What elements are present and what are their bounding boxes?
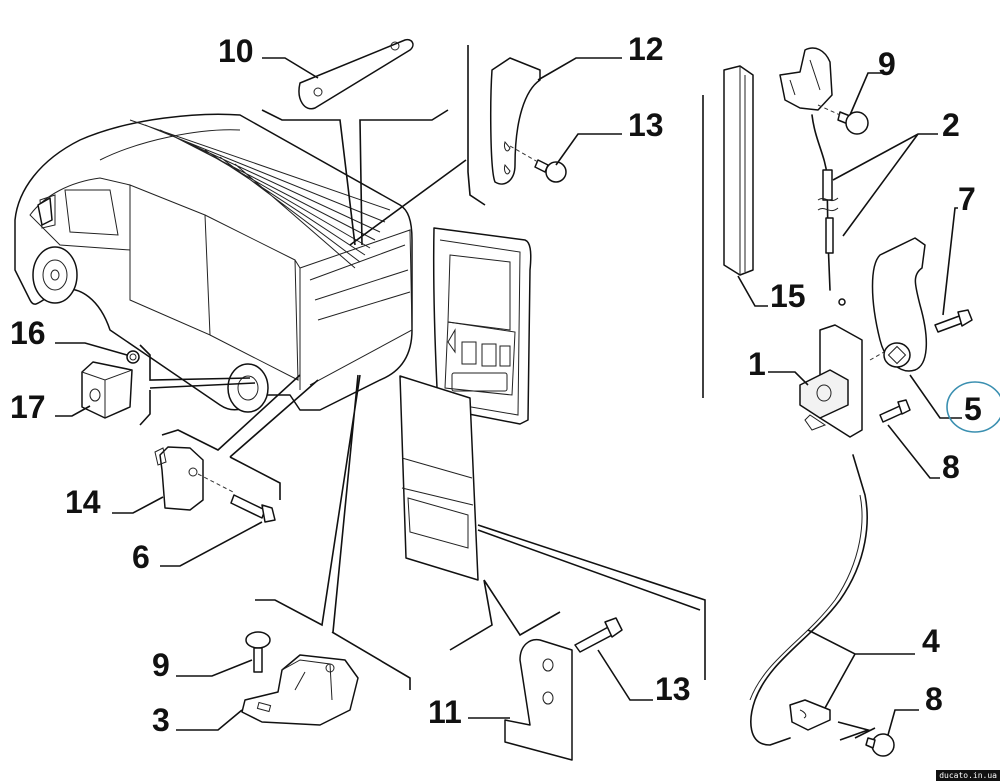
callout-label-1: 1 — [748, 346, 766, 382]
callout-label-9-lower: 9 — [152, 647, 170, 683]
leader-group-14-6 — [161, 374, 319, 500]
part-12-hinge-bracket — [490, 57, 541, 185]
callout-15: 15 — [737, 275, 806, 314]
callout-label-13-lower: 13 — [655, 671, 691, 707]
part-5-handle — [869, 237, 928, 372]
part-3-striker-plate — [241, 654, 359, 726]
part-16-nut — [126, 350, 140, 364]
callout-5: 5 — [909, 374, 1000, 433]
part-10-hinge-cover — [298, 38, 414, 110]
callout-4: 4 — [807, 623, 940, 709]
part-9-screw-upper — [817, 104, 869, 135]
callout-13-lower: 13 — [597, 649, 691, 707]
part-6-bolt — [230, 494, 276, 523]
highlight-circle — [946, 381, 1000, 433]
van-illustration — [14, 113, 413, 413]
part-13-bolt-lower — [574, 617, 623, 653]
callout-1: 1 — [748, 346, 809, 386]
callout-label-3: 3 — [152, 702, 170, 738]
callout-label-2: 2 — [942, 107, 960, 143]
part-2-upper-latch-cable — [779, 47, 846, 306]
callout-9-upper: 9 — [849, 46, 896, 116]
part-13-screw-upper — [509, 145, 567, 183]
part-14-stop-block — [154, 446, 236, 511]
callout-11: 11 — [428, 694, 510, 730]
callout-13-upper: 13 — [555, 107, 664, 166]
part-8-screw-lower — [837, 721, 895, 757]
part-8-bolt-upper — [879, 399, 911, 423]
callout-14: 14 — [65, 484, 164, 520]
callout-3: 3 — [152, 702, 243, 738]
part-15-seal-strip — [723, 65, 754, 276]
leader-group-10 — [261, 109, 449, 246]
callout-label-6: 6 — [132, 539, 150, 575]
callout-label-17: 17 — [10, 389, 46, 425]
callout-label-5: 5 — [964, 391, 982, 427]
part-17-cap — [81, 361, 133, 419]
part-1-lock — [799, 324, 863, 438]
leader-group-door — [477, 524, 706, 680]
callout-label-8-lower: 8 — [925, 681, 943, 717]
callout-label-12: 12 — [628, 31, 664, 67]
leader-group-11 — [449, 579, 561, 651]
callout-10: 10 — [218, 33, 319, 79]
callout-label-7: 7 — [958, 181, 976, 217]
leader-group-12 — [349, 45, 486, 246]
part-4-lower-latch-cable — [749, 454, 868, 746]
watermark: ducato.in.ua — [936, 770, 1000, 781]
callout-6: 6 — [132, 521, 263, 575]
callout-17: 17 — [10, 389, 91, 425]
part-9-screw-lower — [245, 631, 271, 673]
callout-12: 12 — [537, 31, 664, 81]
part-11-l-bracket — [504, 638, 573, 761]
callout-label-9-upper: 9 — [878, 46, 896, 82]
callout-8-lower: 8 — [887, 681, 943, 736]
callout-label-10: 10 — [218, 33, 254, 69]
callout-label-8-upper: 8 — [942, 449, 960, 485]
callout-label-14: 14 — [65, 484, 101, 520]
callout-label-16: 16 — [10, 315, 46, 351]
callout-16: 16 — [10, 315, 128, 356]
callout-label-13-upper: 13 — [628, 107, 664, 143]
lower-door-panel — [399, 375, 479, 581]
callout-label-15: 15 — [770, 278, 806, 314]
callout-2: 2 — [832, 107, 960, 237]
callout-7: 7 — [942, 181, 976, 316]
callout-8-upper: 8 — [887, 424, 960, 485]
part-7-bolt — [934, 309, 973, 333]
callout-label-11: 11 — [428, 694, 462, 730]
callout-9-lower: 9 — [152, 647, 253, 683]
leader-group-3 — [255, 374, 411, 690]
callout-label-4: 4 — [922, 623, 940, 659]
leader-group-16-17 — [139, 344, 256, 426]
